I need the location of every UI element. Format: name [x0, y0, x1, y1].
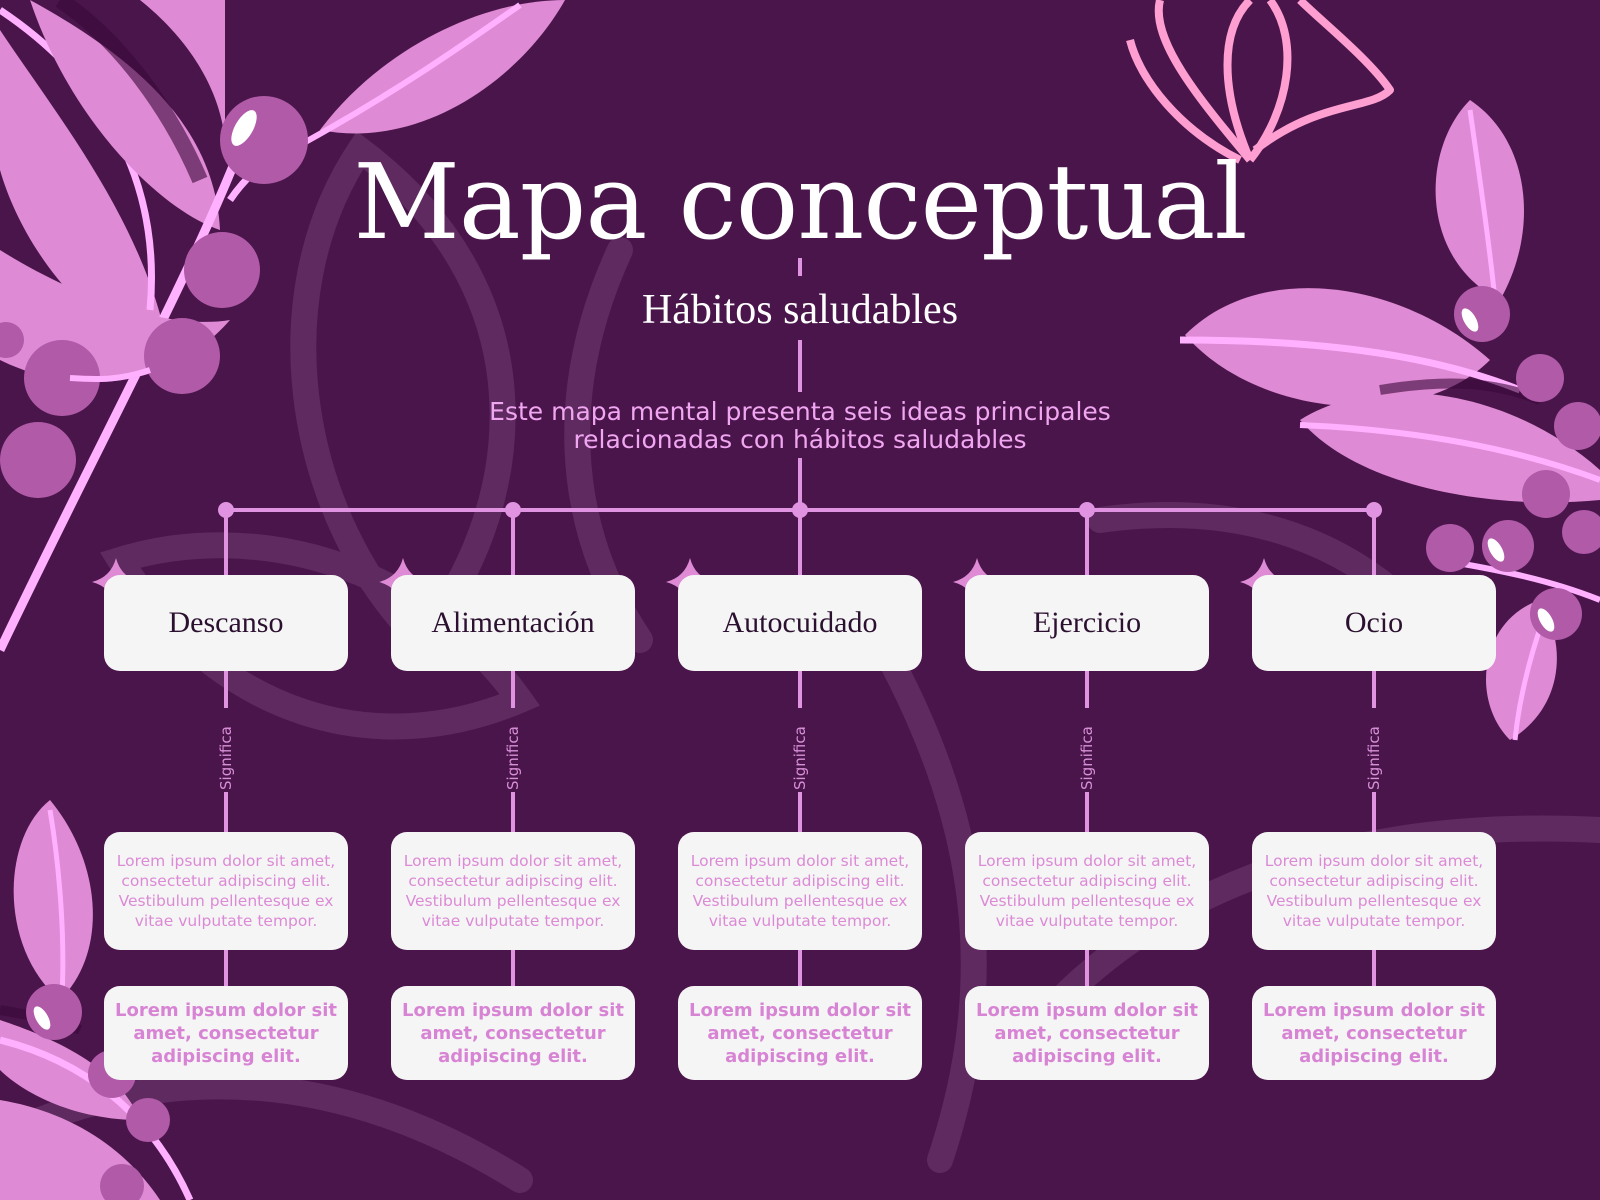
- connector-label: Significa: [1365, 726, 1383, 790]
- map-description: Este mapa mental presenta seis ideas pri…: [400, 398, 1200, 454]
- berry-decoration-top-left: [0, 96, 308, 498]
- description-line-2: relacionadas con hábitos saludables: [573, 425, 1027, 454]
- summary-card: Lorem ipsum dolor sit amet, consectetur …: [391, 986, 635, 1080]
- branch-node: [1079, 502, 1095, 518]
- branch-node: [218, 502, 234, 518]
- detail-card: Lorem ipsum dolor sit amet, consectetur …: [965, 832, 1209, 950]
- branch-node: [505, 502, 521, 518]
- summary-card: Lorem ipsum dolor sit amet, consectetur …: [965, 986, 1209, 1080]
- connector-label: Significa: [1078, 726, 1096, 790]
- berry-decoration-bottom-left: [26, 984, 170, 1200]
- connector-label: Significa: [791, 726, 809, 790]
- detail-card: Lorem ipsum dolor sit amet, consectetur …: [391, 832, 635, 950]
- branch-node: [792, 502, 808, 518]
- detail-card: Lorem ipsum dolor sit amet, consectetur …: [1252, 832, 1496, 950]
- flower-outline-top-right: [1126, 0, 1394, 164]
- summary-card: Lorem ipsum dolor sit amet, consectetur …: [1252, 986, 1496, 1080]
- topic-card: Ejercicio: [965, 575, 1209, 671]
- branch-node: [1366, 502, 1382, 518]
- description-line-1: Este mapa mental presenta seis ideas pri…: [489, 397, 1111, 426]
- summary-card: Lorem ipsum dolor sit amet, consectetur …: [104, 986, 348, 1080]
- summary-card: Lorem ipsum dolor sit amet, consectetur …: [678, 986, 922, 1080]
- page-title: Mapa conceptual: [353, 141, 1247, 263]
- topic-card: Autocuidado: [678, 575, 922, 671]
- connector-label: Significa: [504, 726, 522, 790]
- page-subtitle: Hábitos saludables: [641, 287, 959, 333]
- topic-card: Descanso: [104, 575, 348, 671]
- topic-card: Ocio: [1252, 575, 1496, 671]
- connector-label: Significa: [217, 726, 235, 790]
- detail-card: Lorem ipsum dolor sit amet, consectetur …: [678, 832, 922, 950]
- topic-card: Alimentación: [391, 575, 635, 671]
- detail-card: Lorem ipsum dolor sit amet, consectetur …: [104, 832, 348, 950]
